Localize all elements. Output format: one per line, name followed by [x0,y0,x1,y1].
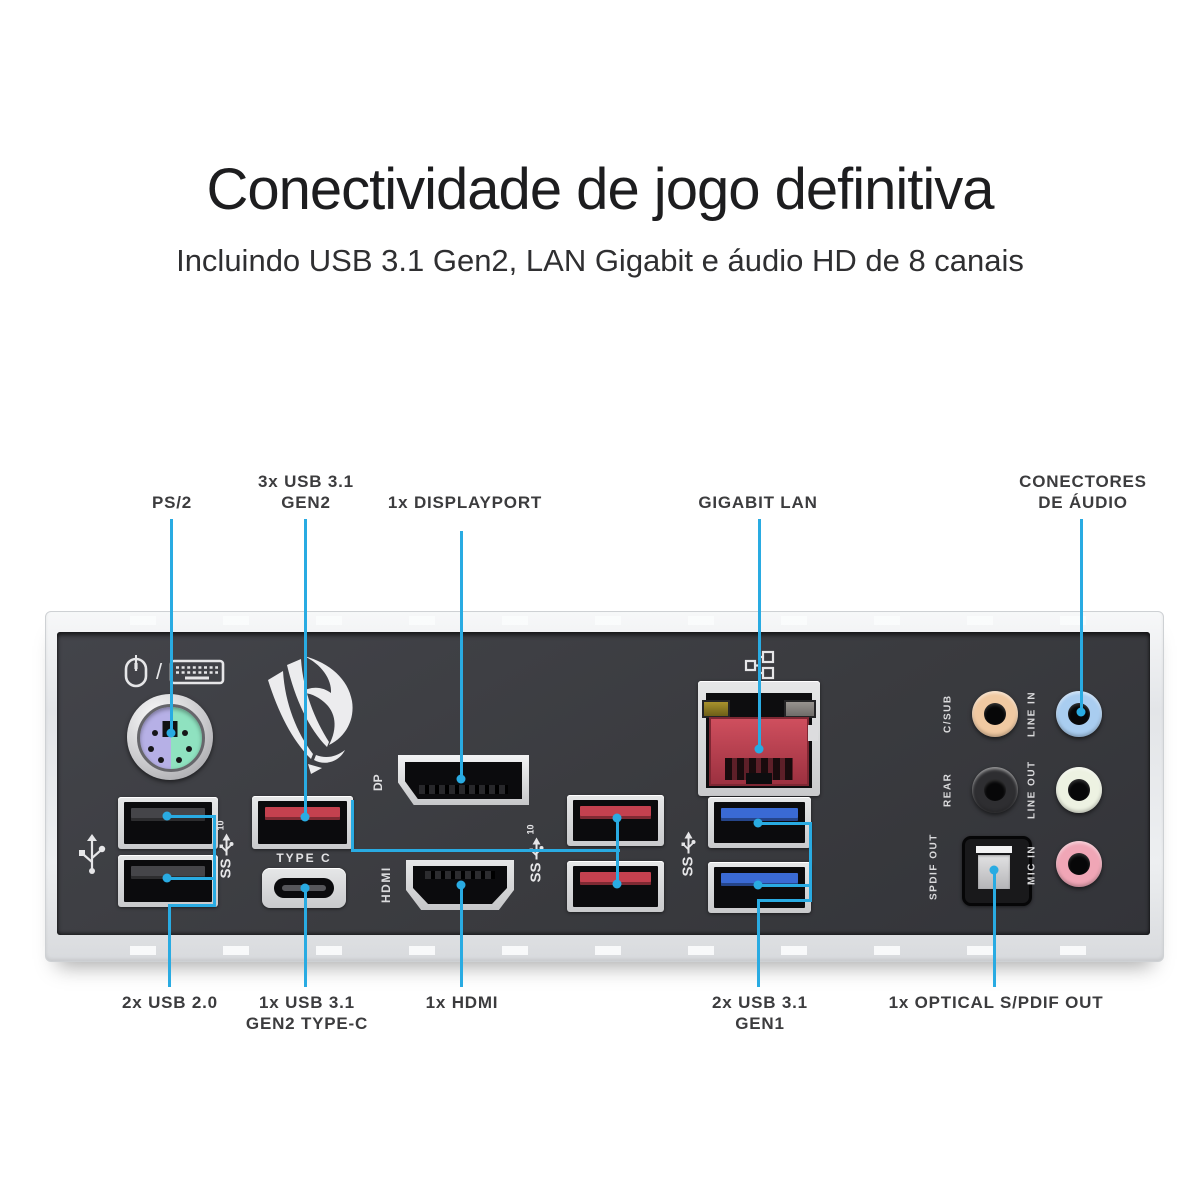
callout-bracket-usb20-h2 [166,877,216,880]
callout-bracket-gen2-v1 [351,800,354,852]
callout-dot-gen2-port3 [612,879,622,889]
page-subtitle: Incluindo USB 3.1 Gen2, LAN Gigabit e áu… [176,243,1024,278]
usb-type-c-port [262,868,346,908]
callout-dot-usb20-port1 [162,811,172,821]
label-ps2: PS/2 [151,493,193,512]
jack-label-rear: REAR [942,772,954,808]
rog-logo [268,656,353,774]
callout-bracket-gen1-h2 [757,884,812,887]
callout-line-usb20 [168,904,171,987]
usb2-port-1 [118,797,218,849]
callout-line-lan [758,519,761,750]
callout-bracket-gen2-v2 [616,815,619,887]
callout-line-typec [304,888,307,987]
callout-dot-gen1-port1 [753,818,763,828]
usb31-gen2-port-2 [567,795,664,846]
callout-dot-gen1-port2 [753,880,763,890]
label-usb31-gen1: 2x USB 3.1 GEN1 [712,993,808,1033]
callout-bracket-gen1-h1 [757,822,812,825]
callout-line-spdif [993,870,996,987]
callout-bracket-usb20-h1 [166,815,216,818]
label-gigabit-lan: GIGABIT LAN [698,493,818,512]
audio-jack-rear [972,767,1018,813]
jack-label-spdif-out: SPDIF OUT [928,833,940,901]
label-hdmi: 1x HDMI [425,993,499,1012]
ss-arrow-icon [529,837,543,859]
keyboard-icon [169,659,225,684]
callout-dot-hdmi [456,880,466,890]
audio-jack-line-in [1056,691,1102,737]
ss-arrow-icon [681,830,696,853]
callout-line-audio [1080,519,1083,713]
slash-separator: / [156,658,163,684]
label-audio-connectors: CONECTORES DE ÁUDIO [1019,472,1147,512]
ss-arrow-icon [219,833,233,855]
jack-label-line-out: LINE OUT [1026,760,1038,820]
shield-top-tabs [64,616,1145,625]
shield-bottom-tabs [64,946,1145,955]
usb2-trident-icon [74,826,110,882]
optical-spdif-port [962,836,1032,906]
label-typec: 1x USB 3.1 GEN2 TYPE-C [245,993,369,1033]
callout-dot-ps2 [166,728,176,738]
usb31-gen1-ss-icon: SS [668,824,708,882]
audio-jack-mic-in [1056,841,1102,887]
usb31-gen2-ss10-icon-2: SS 10 [525,823,545,883]
audio-jack-csub [972,691,1018,737]
jack-label-mic-in: MIC IN [1026,844,1038,886]
usb31-gen2-port-1 [252,796,353,849]
callout-dot-audio [1076,707,1086,717]
callout-dot-spdif [989,865,999,875]
displayport-port [398,755,529,805]
callout-dot-gen2-port2 [612,813,622,823]
callout-bracket-usb20-h3 [168,904,216,907]
lan-led-left [702,700,730,718]
label-displayport: 1x DISPLAYPORT [387,493,543,512]
label-usb20: 2x USB 2.0 [122,993,218,1012]
audio-jack-line-out [1056,767,1102,813]
page-title: Conectividade de jogo definitiva [206,157,995,222]
callout-line-gen1 [757,899,760,987]
mouse-icon [124,655,148,688]
callout-dot-lan [754,744,764,754]
lan-led-right [784,700,816,718]
callout-bracket-usb20-v [213,815,216,907]
jack-label-line-in: LINE IN [1026,690,1038,738]
type-c-label: TYPE C [276,851,332,865]
callout-dot-usb20-port2 [162,873,172,883]
callout-dot-displayport [456,774,466,784]
callout-line-ps2 [170,519,173,735]
hdmi-port-label: HDMI [379,866,393,904]
jack-label-csub: C/SUB [942,694,954,734]
displayport-logo: DP [371,774,385,791]
callout-line-displayport [460,531,463,780]
label-usb31-gen2: 3x USB 3.1 GEN2 [258,472,354,512]
callout-dot-gen2-port1 [300,812,310,822]
callout-bracket-gen2-h [351,849,620,852]
callout-line-gen2 [304,519,307,818]
callout-bracket-gen1-v [809,822,812,902]
callout-dot-typec [300,883,310,893]
label-spdif: 1x OPTICAL S/PDIF OUT [888,993,1104,1012]
callout-line-hdmi [460,885,463,987]
callout-bracket-gen1-h3 [757,899,812,902]
ps2-mouse-keyboard-icon: / [124,655,225,688]
usb31-gen2-ss10-icon: SS 10 [215,819,235,879]
